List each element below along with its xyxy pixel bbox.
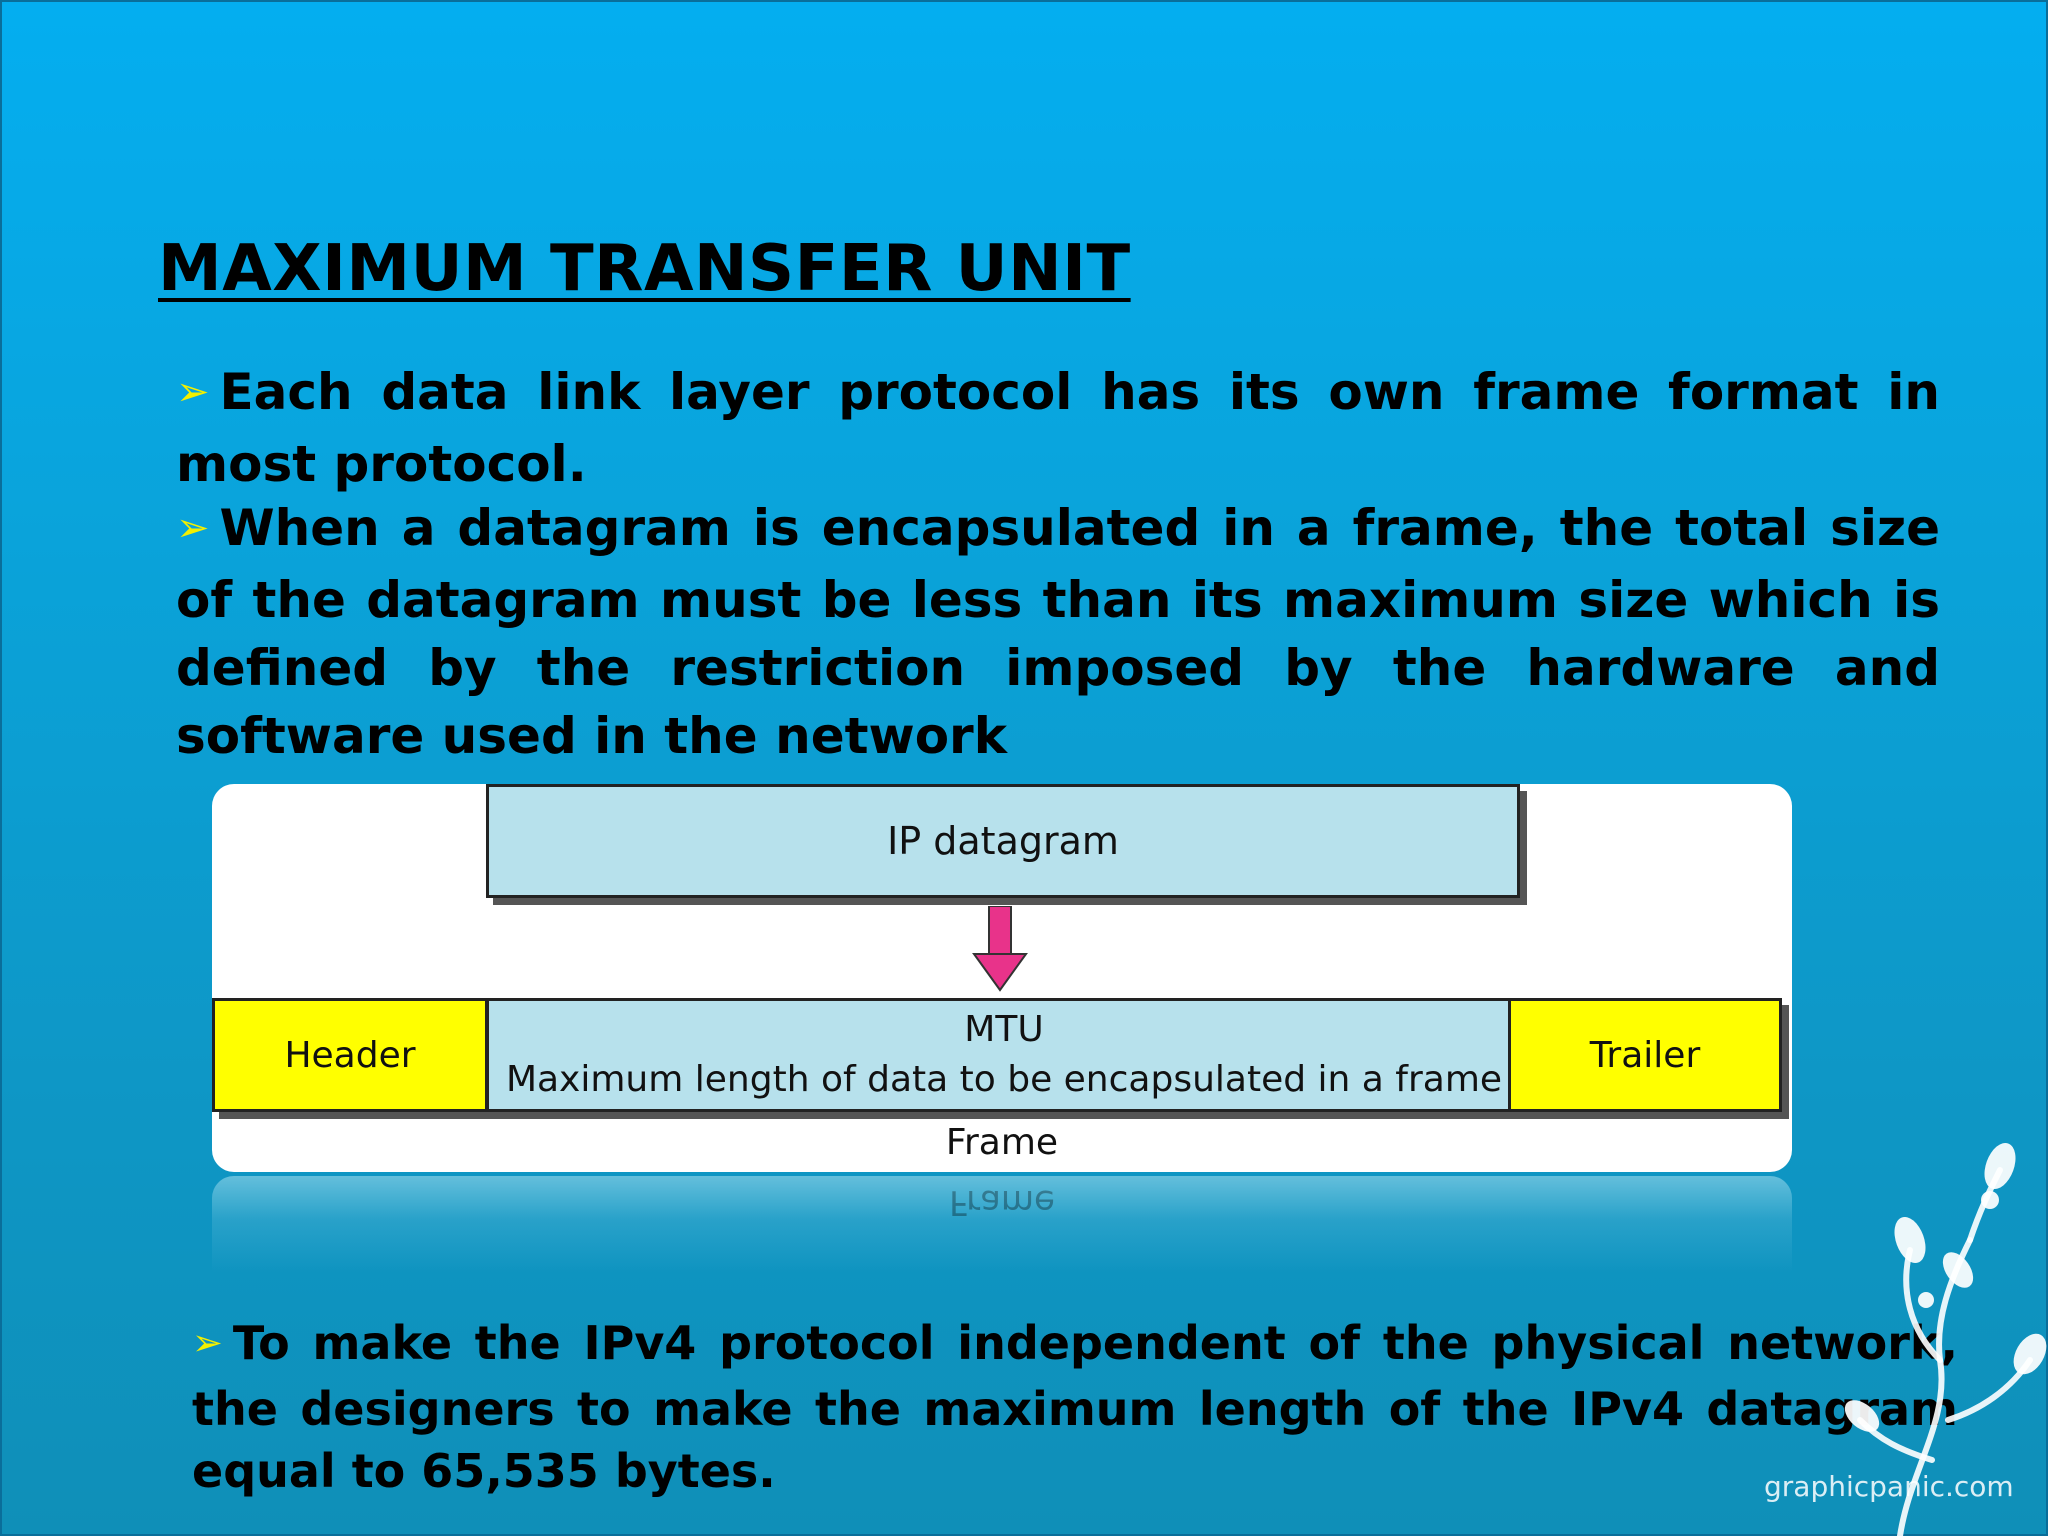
bullet-arrow-icon: ➢ bbox=[192, 1321, 223, 1364]
frame-label-reflection: Frame bbox=[949, 1182, 1055, 1222]
header-label: Header bbox=[284, 1034, 416, 1076]
mtu-label: MTU bbox=[964, 1009, 1044, 1050]
bullet-arrow-icon: ➢ bbox=[176, 505, 210, 551]
mtu-box: MTU Maximum length of data to be encapsu… bbox=[486, 998, 1522, 1112]
bullet-arrow-icon: ➢ bbox=[176, 369, 210, 415]
mtu-diagram: IP datagram Header MTU Maximum length of… bbox=[212, 784, 1792, 1172]
ip-datagram-box: IP datagram bbox=[486, 784, 1520, 898]
bullet-2-text: When a datagram is encapsulated in a fra… bbox=[176, 499, 1940, 765]
watermark: graphicpanic.com bbox=[1764, 1470, 2014, 1503]
frame-label: Frame bbox=[945, 1122, 1059, 1163]
bullet-1-text: Each data link layer protocol has its ow… bbox=[176, 363, 1940, 493]
bullet-2: ➢When a datagram is encapsulated in a fr… bbox=[176, 494, 1940, 770]
ip-datagram-label: IP datagram bbox=[887, 819, 1119, 863]
bullet-3-text: To make the IPv4 protocol independent of… bbox=[192, 1316, 1958, 1498]
floral-decoration-icon bbox=[1844, 1142, 2047, 1536]
bullet-3: ➢To make the IPv4 protocol independent o… bbox=[192, 1312, 1958, 1502]
slide-title: MAXIMUM TRANSFER UNIT bbox=[158, 232, 1131, 306]
bullet-1: ➢Each data link layer protocol has its o… bbox=[176, 358, 1940, 498]
diagram-reflection: Frame bbox=[212, 1176, 1792, 1272]
header-box: Header bbox=[212, 998, 488, 1112]
trailer-box: Trailer bbox=[1508, 998, 1782, 1112]
trailer-label: Trailer bbox=[1589, 1034, 1701, 1076]
down-arrow-icon bbox=[972, 906, 1028, 992]
mtu-description: Maximum length of data to be encapsulate… bbox=[505, 1059, 1503, 1100]
